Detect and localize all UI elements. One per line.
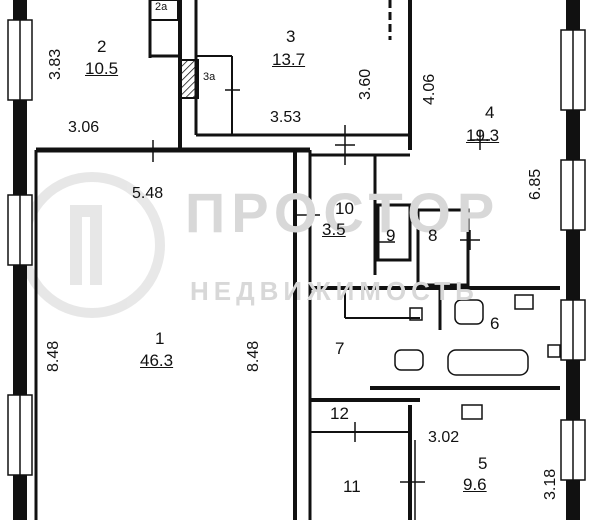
watermark-brand: ПРОСТОР: [185, 181, 501, 244]
dimension-3.53: 3.53: [270, 109, 302, 126]
room-2a-label: 2a: [155, 1, 168, 13]
room-1-area: 46.3: [140, 351, 174, 370]
dimension-4.06: 4.06: [421, 73, 438, 105]
room-6-number: 6: [490, 314, 500, 333]
room-2-area: 10.5: [85, 59, 119, 78]
room-7-number: 7: [335, 339, 345, 358]
walls: [7, 0, 586, 520]
room-9-number: 9: [386, 226, 396, 245]
watermark-tagline: НЕДВИЖИМОСТЬ: [190, 276, 479, 306]
room-10-number: 10: [335, 199, 354, 218]
room-4-number: 4: [485, 103, 495, 122]
room-3a-label: 3a: [203, 71, 216, 83]
room-1-number: 1: [155, 329, 165, 348]
dimension-3.60: 3.60: [357, 68, 374, 100]
dimension-8.48-right: 8.48: [245, 340, 262, 372]
dimension-6.85: 6.85: [527, 168, 544, 200]
room-5-number: 5: [478, 454, 488, 473]
dimension-8.48-left: 8.48: [45, 340, 62, 372]
dimension-3.06: 3.06: [68, 119, 100, 136]
room-12-number: 12: [330, 404, 349, 423]
room-4-area: 19.3: [466, 126, 500, 145]
room-3-area: 13.7: [272, 50, 306, 69]
dimension-5.48: 5.48: [132, 185, 164, 202]
room-8-number: 8: [428, 226, 438, 245]
dimension-3.83: 3.83: [47, 48, 64, 80]
room-10-area: 3.5: [322, 220, 346, 239]
dimension-3.18: 3.18: [542, 468, 559, 500]
room-5-area: 9.6: [463, 475, 487, 494]
dimension-3.02: 3.02: [428, 429, 460, 446]
room-2-number: 2: [97, 37, 107, 56]
room-3-number: 3: [286, 27, 296, 46]
room-11-number: 11: [343, 477, 361, 496]
